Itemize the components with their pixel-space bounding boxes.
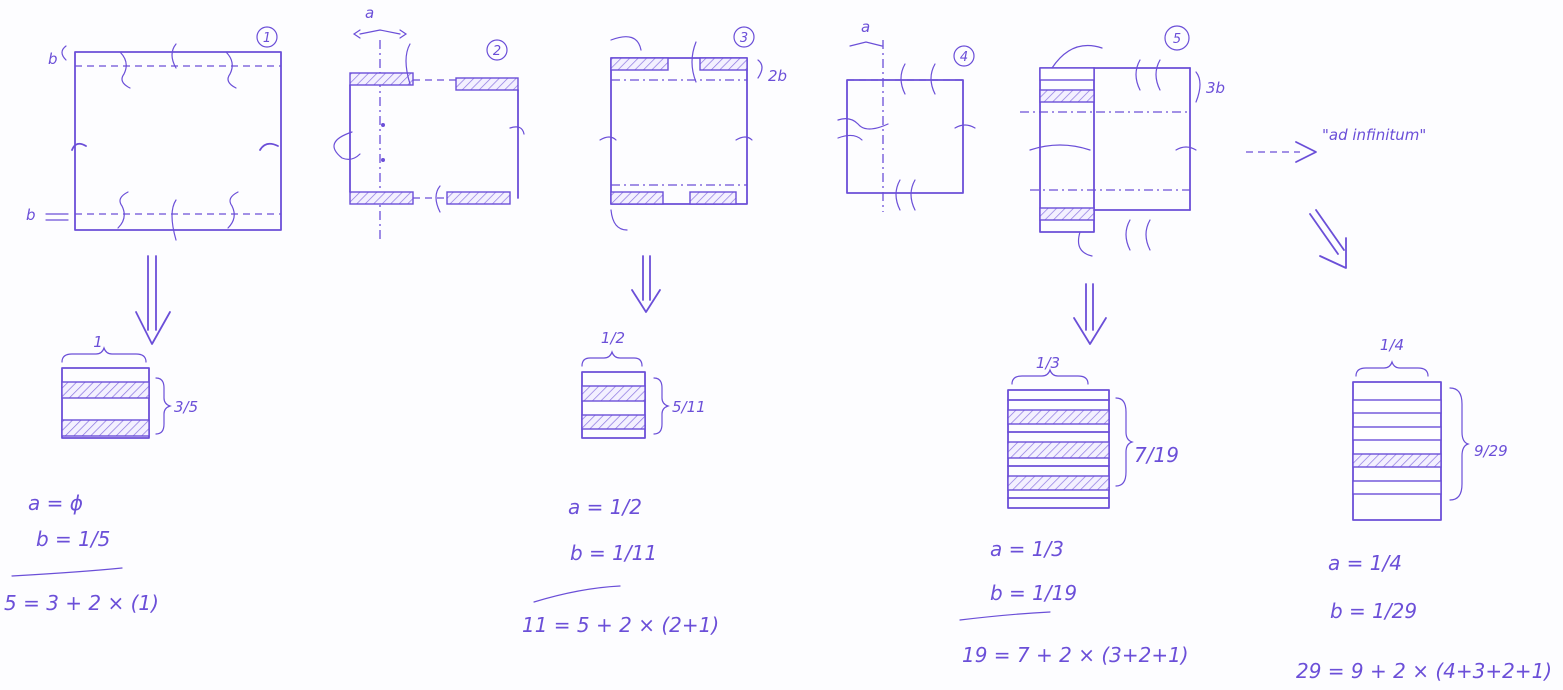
step-4-figure: 4 a [837,18,976,212]
step-5-figure: 5 3b [1020,25,1225,257]
result-3-recurrence: 19 = 7 + 2 × (3+2+1) [962,643,1189,667]
label-a-step4: a [861,18,870,36]
step-1-figure: 1 b b [26,26,282,241]
label-2b: 2b [768,67,787,85]
result-1-height: 3/5 [174,398,198,416]
step-5-number: 5 [1173,32,1181,47]
step-1-circle [256,26,278,48]
result-1-recurrence: 5 = 3 + 2 × (1) [4,591,159,615]
result-2-recurrence: 11 = 5 + 2 × (2+1) [522,613,719,637]
result-4-rectangle: 1/4 9/29 [1352,336,1508,521]
result-2-height: 5/11 [672,398,706,416]
result-2-back-arrow [533,585,621,603]
step-2-number: 2 [493,44,501,59]
step-2-circle [486,39,508,61]
result-2-rectangle: 1/2 5/11 [581,329,706,439]
step-4-number: 4 [960,50,968,65]
result-4-b: b = 1/29 [1330,599,1417,623]
step-3-circle [733,26,755,48]
result-1-rectangle: 1 3/5 [61,333,198,439]
step-4-circle [953,45,975,67]
infinity-arrow [1309,209,1347,269]
ad-infinitum-label: "ad infinitum" [1322,126,1426,144]
step-5-circle [1164,25,1190,51]
result-1-b: b = 1/5 [36,527,110,551]
step-5-arrow [1073,283,1107,345]
step-3-number: 3 [740,31,748,46]
result-2-a: a = 1/2 [568,495,642,519]
result-3-b: b = 1/19 [990,581,1077,605]
result-2-b: b = 1/11 [570,541,657,565]
result-4-width: 1/4 [1380,336,1404,354]
result-3-rectangle: 1/3 7/19 [1007,354,1179,509]
result-4-recurrence: 29 = 9 + 2 × (4+3+2+1) [1296,659,1552,683]
label-b-top: b [48,50,58,68]
result-3-back-arrow [959,611,1051,621]
step-1-number: 1 [263,31,271,46]
label-b-bottom: b [26,206,36,224]
result-4-a: a = 1/4 [1328,551,1402,575]
result-1-a: a = ϕ [28,491,83,515]
step-2-figure: 2 a [333,4,525,240]
ad-infinitum-pointer: "ad infinitum" [1246,126,1426,163]
step-3-arrow [631,255,661,313]
step-1-arrow [135,255,171,345]
result-4-height: 9/29 [1474,442,1508,460]
result-3-height: 7/19 [1134,443,1179,467]
result-1-width: 1 [93,333,103,351]
step-3-figure: 3 2b [599,26,787,231]
label-a-step2: a [365,4,374,22]
result-3-a: a = 1/3 [990,537,1064,561]
result-1-back-arrow [11,567,123,577]
label-3b: 3b [1206,79,1225,97]
result-3-width: 1/3 [1036,354,1060,372]
result-2-width: 1/2 [601,329,625,347]
